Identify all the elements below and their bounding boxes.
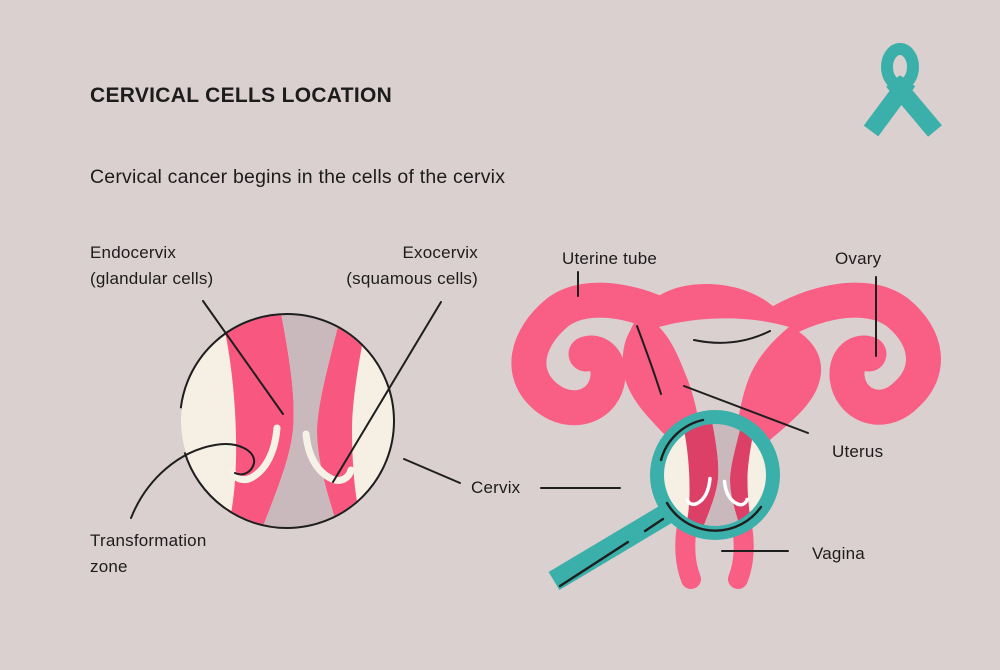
endocervix-pointer-line bbox=[202, 300, 284, 415]
label-uterine-tube: Uterine tube bbox=[562, 249, 658, 268]
fundus-accent-line bbox=[693, 330, 771, 344]
label-endocervix-line2: (glandular cells) bbox=[90, 269, 214, 288]
exocervix-pointer-line bbox=[332, 301, 442, 483]
detail-pointer-lines bbox=[130, 300, 621, 519]
cervix-detail-circle bbox=[179, 313, 395, 529]
lens-accent-arc-top bbox=[659, 418, 705, 462]
label-cervix: Cervix bbox=[471, 478, 521, 497]
transformation-zone-pointer-line bbox=[130, 443, 256, 519]
cervix-pointer-line-left bbox=[403, 458, 461, 484]
page-subtitle: Cervical cancer begins in the cells of t… bbox=[90, 166, 506, 188]
label-endocervix: Endocervix (glandular cells) bbox=[90, 240, 213, 292]
label-uterus: Uterus bbox=[832, 442, 884, 461]
uterine-tube-left bbox=[511, 282, 706, 426]
label-transformation-zone: Transformation zone bbox=[90, 528, 207, 580]
label-endocervix-line1: Endocervix bbox=[90, 243, 177, 262]
uterine-tube-right bbox=[749, 282, 941, 425]
magnifier-handle-accent-2 bbox=[643, 517, 665, 533]
magnifier-handle-accent-1 bbox=[558, 540, 630, 588]
magnifying-glass-icon bbox=[548, 410, 780, 591]
lens-accent-arc-bottom bbox=[665, 501, 763, 532]
magnifier-handle bbox=[548, 503, 674, 591]
awareness-ribbon-icon bbox=[863, 43, 942, 137]
uterine-cavity bbox=[659, 318, 789, 450]
label-exocervix-line1: Exocervix bbox=[402, 243, 478, 262]
uterus-pointer-line bbox=[683, 385, 809, 434]
page-title: CERVICAL CELLS LOCATION bbox=[90, 84, 393, 107]
label-exocervix: Exocervix (squamous cells) bbox=[330, 240, 478, 292]
uterus-wall-accent-line bbox=[636, 325, 662, 395]
label-ovary: Ovary bbox=[835, 249, 882, 268]
label-transformation-zone-line1: Transformation bbox=[90, 531, 207, 550]
magnifier-ring bbox=[650, 410, 780, 540]
label-transformation-zone-line2: zone bbox=[90, 557, 128, 576]
detail-circle-outline bbox=[179, 313, 395, 529]
uterus-illustration bbox=[511, 271, 941, 589]
label-vagina: Vagina bbox=[812, 544, 865, 563]
label-exocervix-line2: (squamous cells) bbox=[346, 269, 478, 288]
